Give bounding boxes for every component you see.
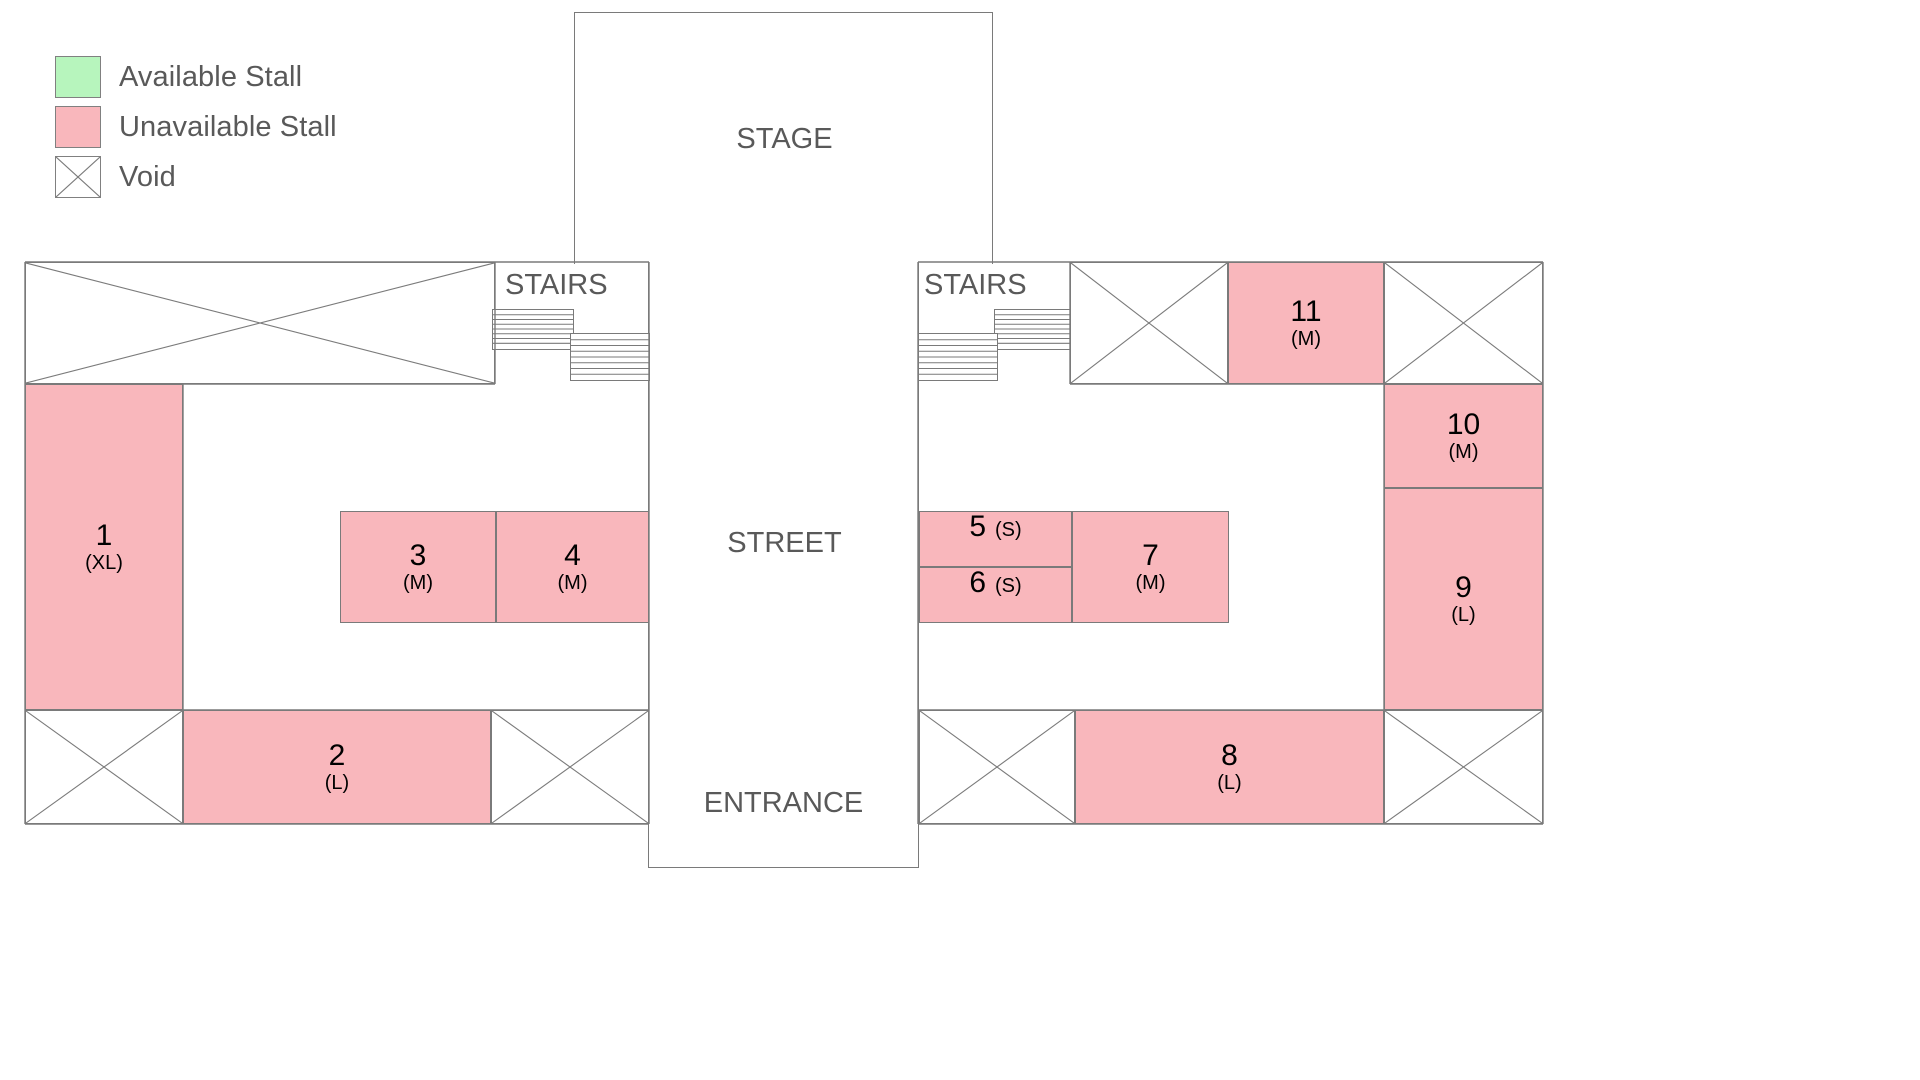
stall-10-number: 10 xyxy=(1446,407,1481,441)
street-corridor: STREET xyxy=(648,262,919,825)
stall-11-text: 11 (M) xyxy=(1229,263,1383,383)
stall-3[interactable]: 3 (M) xyxy=(340,511,496,623)
stall-9-text: 9 (L) xyxy=(1385,489,1542,709)
stall-4-text: 4 (M) xyxy=(497,512,648,622)
stall-6-number: 6 xyxy=(969,566,986,599)
stall-7[interactable]: 7 (M) xyxy=(1072,511,1229,623)
stall-10-size: (M) xyxy=(1448,441,1479,464)
stage-label: STAGE xyxy=(736,122,833,155)
stall-11[interactable]: 11 (M) xyxy=(1228,262,1384,384)
void-cell-top-right-2 xyxy=(1384,262,1543,384)
stall-1-number: 1 xyxy=(95,518,113,552)
void-cross-icon xyxy=(55,156,101,198)
stall-6-size: (S) xyxy=(995,575,1022,597)
stall-5-text: 5 (S) xyxy=(920,510,1071,566)
stall-6-text: 6 (S) xyxy=(920,566,1071,622)
stall-1[interactable]: 1 (XL) xyxy=(25,384,183,710)
stall-9-number: 9 xyxy=(1455,570,1472,604)
legend-label-available: Available Stall xyxy=(119,60,303,93)
stall-4-size: (M) xyxy=(557,572,588,595)
stall-3-text: 3 (M) xyxy=(341,512,495,622)
entrance-area xyxy=(648,824,919,868)
stall-3-size: (M) xyxy=(403,572,433,595)
stall-2-size: (L) xyxy=(324,772,350,795)
stall-11-number: 11 xyxy=(1290,294,1322,328)
stairs-left-label: STAIRS xyxy=(505,268,608,301)
void-cell-bottom-left-1 xyxy=(25,710,183,824)
stall-8-size: (L) xyxy=(1217,772,1242,795)
stall-9[interactable]: 9 (L) xyxy=(1384,488,1543,710)
stall-5-size: (S) xyxy=(995,519,1022,541)
stall-10[interactable]: 10 (M) xyxy=(1384,384,1543,488)
legend-item-void: Void xyxy=(55,152,337,202)
stall-4-number: 4 xyxy=(564,538,581,572)
stall-10-text: 10 (M) xyxy=(1385,385,1542,487)
void-cell-top-right-1 xyxy=(1070,262,1228,384)
stairs-right-label: STAIRS xyxy=(924,268,1027,301)
stall-1-text: 1 (XL) xyxy=(26,385,182,709)
stall-8-text: 8 (L) xyxy=(1076,711,1383,823)
stall-8[interactable]: 8 (L) xyxy=(1075,710,1384,824)
legend-label-void: Void xyxy=(119,160,176,193)
legend: Available Stall Unavailable Stall Void xyxy=(55,52,337,202)
stall-7-size: (M) xyxy=(1135,572,1166,595)
void-cell-bottom-left-2 xyxy=(491,710,649,824)
void-cell-bottom-right-2 xyxy=(1384,710,1543,824)
stall-2-text: 2 (L) xyxy=(184,711,490,823)
stairs-left-upper xyxy=(492,309,574,350)
stall-11-size: (M) xyxy=(1291,328,1321,351)
legend-label-unavailable: Unavailable Stall xyxy=(119,110,337,143)
stage-area: STAGE xyxy=(574,12,993,264)
stall-5-number: 5 xyxy=(969,510,986,543)
stall-9-size: (L) xyxy=(1451,604,1476,627)
stall-6[interactable]: 6 (S) xyxy=(919,567,1072,623)
green-square-icon xyxy=(55,56,101,98)
stall-2[interactable]: 2 (L) xyxy=(183,710,491,824)
stall-4[interactable]: 4 (M) xyxy=(496,511,649,623)
stall-3-number: 3 xyxy=(409,538,427,572)
stall-1-size: (XL) xyxy=(85,552,123,575)
pink-square-icon xyxy=(55,106,101,148)
stall-7-number: 7 xyxy=(1142,538,1159,572)
stall-2-number: 2 xyxy=(328,738,346,772)
stall-5[interactable]: 5 (S) xyxy=(919,511,1072,567)
stairs-right-lower xyxy=(918,333,998,381)
void-cell-top-left xyxy=(25,262,495,384)
street-label: STREET xyxy=(727,527,842,559)
stall-7-text: 7 (M) xyxy=(1073,512,1228,622)
stairs-left-lower xyxy=(570,333,650,381)
stall-8-number: 8 xyxy=(1221,738,1238,772)
legend-item-unavailable: Unavailable Stall xyxy=(55,102,337,152)
stairs-right-upper xyxy=(994,309,1076,350)
legend-item-available: Available Stall xyxy=(55,52,337,102)
entrance-label: ENTRANCE xyxy=(703,786,864,819)
void-cell-bottom-right-1 xyxy=(919,710,1075,824)
